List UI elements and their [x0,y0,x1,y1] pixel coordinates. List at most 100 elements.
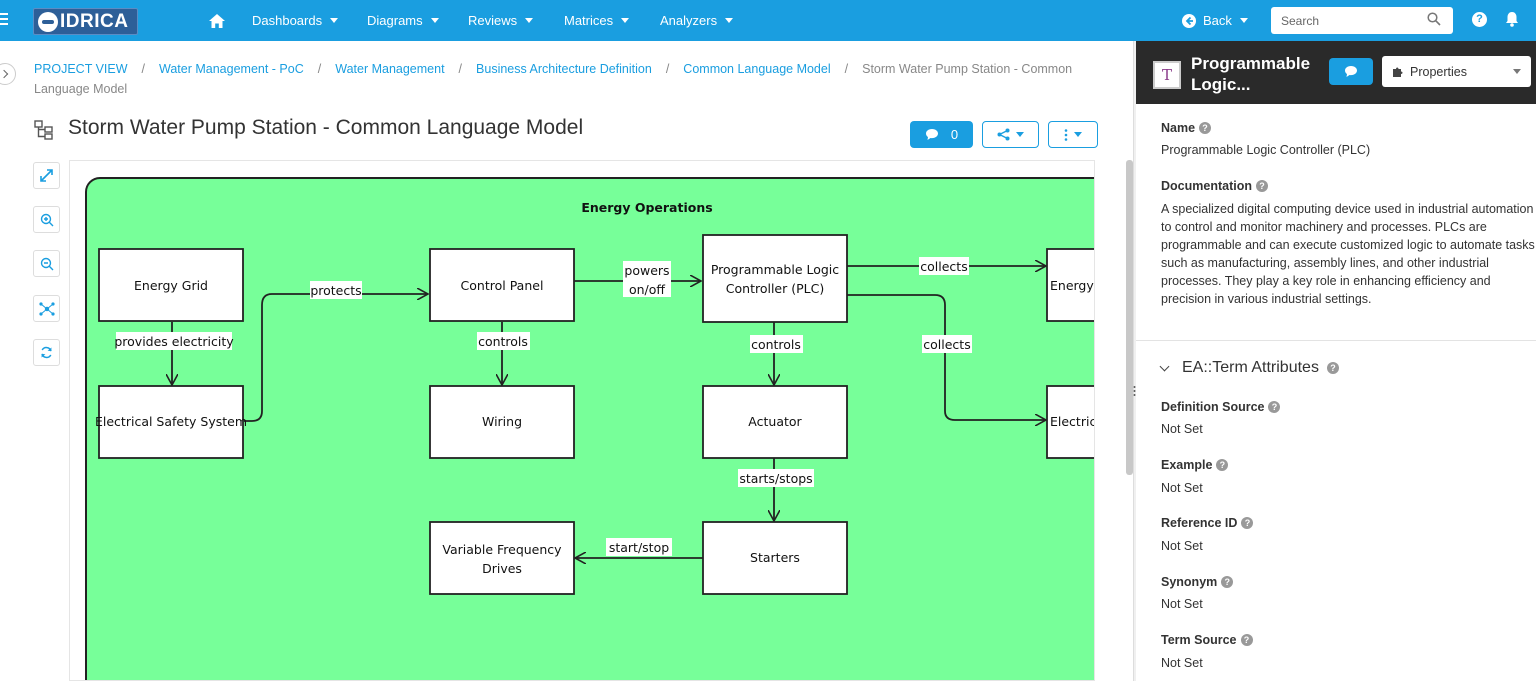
svg-text:Variable Frequency: Variable Frequency [442,542,562,557]
svg-text:Starters: Starters [750,550,800,565]
reference-id-label-text: Reference ID [1161,516,1238,530]
nav-diagrams[interactable]: Diagrams [367,0,439,41]
svg-text:Controller (PLC): Controller (PLC) [726,281,824,296]
help-icon[interactable]: ? [1216,459,1229,471]
help-icon[interactable]: ? [1326,362,1339,374]
nav-reviews[interactable]: Reviews [468,0,534,41]
section-term-attributes[interactable]: EA::Term Attributes ? [1159,359,1339,377]
logo[interactable]: IDRICA [33,8,138,35]
svg-text:protects: protects [310,283,361,298]
nav-dashboards[interactable]: Dashboards [252,0,339,41]
canvas-scrollbar[interactable] [1126,160,1133,475]
comment-count: 0 [950,127,959,142]
svg-text:collects: collects [920,259,967,274]
node-electrical-partial[interactable]: Electrica [1046,385,1095,459]
help-icon[interactable]: ? [1268,401,1281,413]
chevron-down-icon [725,18,734,23]
page-title: Storm Water Pump Station - Common Langua… [68,116,584,139]
more-vertical-icon [1064,128,1068,141]
sidebar-expand-button[interactable] [0,63,16,85]
more-options-button[interactable] [1048,121,1098,148]
reference-id-label: Reference ID? [1161,516,1254,530]
nav-analyzers[interactable]: Analyzers [660,0,734,41]
help-icon[interactable]: ? [1472,12,1487,27]
edge-collects-electrical[interactable] [846,294,1046,420]
example-label: Example? [1161,458,1229,472]
synonym-label: Synonym? [1161,575,1234,589]
edge-label-controls-wiring: controls [477,332,530,350]
edge-label-collects-bottom: collects [922,335,972,353]
diagram-canvas[interactable]: Energy Operations [69,160,1095,681]
node-wiring[interactable]: Wiring [429,385,575,459]
share-button[interactable] [982,121,1039,148]
svg-text:controls: controls [751,337,801,352]
edge-protects[interactable] [244,294,428,422]
help-icon[interactable]: ? [1241,517,1254,529]
refresh-icon [41,346,52,359]
node-control-panel[interactable]: Control Panel [429,248,575,322]
panel-comments-button[interactable] [1329,58,1373,85]
nav-diagrams-label: Diagrams [367,13,423,28]
help-icon[interactable]: ? [1240,634,1253,646]
breadcrumb-water-management-poc[interactable]: Water Management - PoC [159,62,304,76]
edge-label-starts-stops: starts/stops [738,469,814,487]
reference-id-value: Not Set [1161,539,1203,553]
node-energy-partial[interactable]: Energy [1046,248,1095,322]
breadcrumb: PROJECT VIEW/Water Management - PoC/Wate… [34,62,1073,96]
node-actuator[interactable]: Actuator [702,385,848,459]
breadcrumb-water-management[interactable]: Water Management [335,62,445,76]
edge-label-provides: provides electricity [114,332,234,350]
breadcrumb-project-view[interactable]: PROJECT VIEW [34,62,128,76]
node-variable-frequency-drives[interactable]: Variable Frequency Drives [429,521,575,595]
search-input[interactable] [1271,7,1453,34]
edge-label-powers: powers on/off [623,261,671,297]
breadcrumb-current: Storm Water Pump Station - Common Langua… [34,62,1073,96]
svg-text:powers: powers [624,263,669,278]
node-starters[interactable]: Starters [702,521,848,595]
panel-splitter[interactable] [1133,41,1136,681]
panel-view-select[interactable]: Properties [1382,56,1531,87]
chevron-down-icon [1513,69,1521,74]
bell-icon[interactable] [1504,11,1520,27]
nav-matrices[interactable]: Matrices [564,0,630,41]
name-value: Programmable Logic Controller (PLC) [1161,143,1371,157]
help-icon[interactable]: ? [1221,576,1234,588]
chevron-down-icon [1239,18,1248,23]
node-electrical-safety-system[interactable]: Electrical Safety System [95,385,247,459]
svg-text:Actuator: Actuator [748,414,802,429]
layout-button[interactable] [33,295,60,322]
zoom-in-button[interactable] [33,206,60,233]
edge-label-collects-top: collects [919,257,969,275]
section-divider [1136,340,1536,341]
svg-text:Electrical Safety System: Electrical Safety System [95,414,247,429]
fullscreen-button[interactable] [33,162,60,189]
menu-icon[interactable] [0,10,10,26]
logo-text: IDRICA [60,10,129,32]
svg-text:Electrica: Electrica [1050,414,1095,429]
svg-text:controls: controls [478,334,528,349]
comments-button[interactable]: 0 [910,121,973,148]
svg-text:collects: collects [923,337,970,352]
logo-icon [38,11,58,32]
definition-source-label-text: Definition Source [1161,400,1265,414]
drag-handle-icon[interactable] [1133,385,1136,397]
search-icon[interactable] [1427,12,1441,26]
panel-view-select-value: Properties [1410,64,1467,79]
breadcrumb-business-architecture[interactable]: Business Architecture Definition [476,62,652,76]
example-label-text: Example [1161,458,1213,472]
breadcrumb-common-language-model[interactable]: Common Language Model [683,62,831,76]
svg-text:Wiring: Wiring [482,414,522,429]
back-button[interactable]: Back [1182,0,1248,41]
refresh-button[interactable] [33,339,60,366]
help-icon[interactable]: ? [1255,180,1268,192]
chevron-down-icon [1016,132,1024,137]
diagram-svg: Energy Operations [85,177,1095,680]
node-energy-grid[interactable]: Energy Grid [98,248,244,322]
home-button[interactable] [209,0,225,41]
help-icon[interactable]: ? [1199,122,1212,134]
documentation-label-text: Documentation [1161,179,1252,193]
chevron-down-icon [430,18,439,23]
zoom-out-button[interactable] [33,250,60,277]
svg-text:starts/stops: starts/stops [739,471,812,486]
node-plc[interactable]: Programmable Logic Controller (PLC) [702,234,848,323]
